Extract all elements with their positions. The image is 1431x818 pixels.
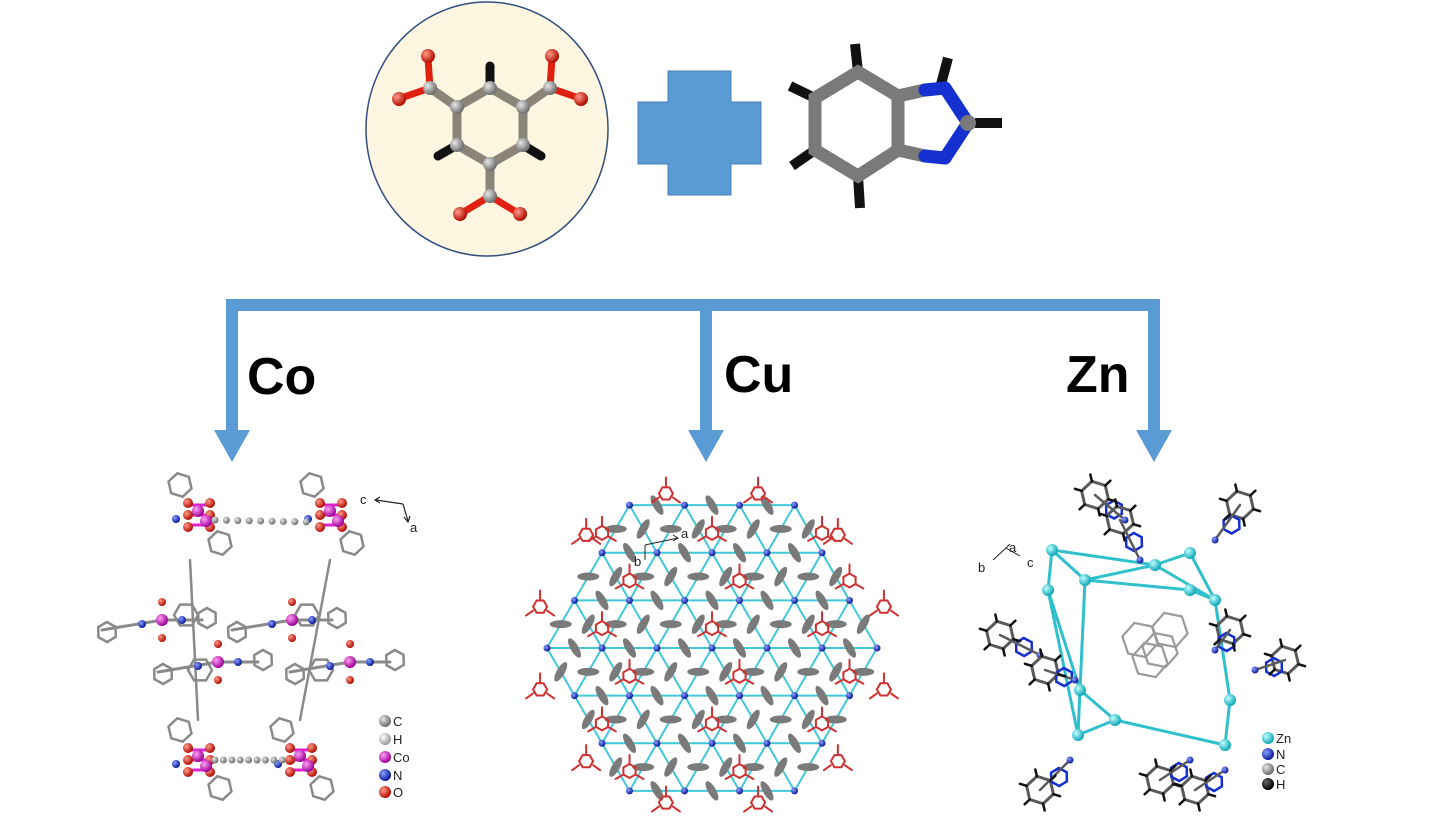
zn-legend-label-n: N — [1276, 747, 1285, 762]
arrow-head-co — [214, 430, 250, 462]
cu-axis-label-a: a — [681, 526, 689, 541]
zn-legend-swatch-n — [1262, 748, 1274, 760]
cu-axis-label-b: b — [634, 554, 641, 569]
zn-legend-swatch-h — [1262, 778, 1274, 790]
cu-framework-structure: a b — [525, 476, 899, 813]
zn-legend-label-h: H — [1276, 777, 1285, 792]
zn-structure-layer — [978, 473, 1307, 812]
co-legend: C H Co N O — [379, 714, 410, 800]
co-legend-label-n: N — [393, 768, 402, 783]
zn-axis-label-c: c — [1027, 555, 1034, 570]
arrow-head-zn — [1136, 430, 1172, 462]
arrow-head-cu — [688, 430, 724, 462]
zn-axis-label-b: b — [978, 560, 985, 575]
zn-legend-label-c: C — [1276, 762, 1285, 777]
co-axis-label-c: c — [360, 492, 367, 507]
cu-structure-layer — [525, 476, 899, 813]
benzimidazole-molecule — [787, 43, 1002, 209]
arrow-stem-zn — [1148, 299, 1160, 431]
co-legend-swatch-o — [379, 786, 391, 798]
metal-label-cu: Cu — [724, 346, 793, 404]
co-legend-swatch-co — [379, 751, 391, 763]
co-legend-label-h: H — [393, 732, 402, 747]
zn-framework-structure: a b c Zn N C H — [978, 473, 1307, 812]
arrow-stem-co — [226, 299, 238, 431]
co-legend-swatch-n — [379, 769, 391, 781]
btc-molecule — [365, 1, 609, 257]
zn-axis-indicator — [992, 543, 1021, 561]
arrow-stem-cu — [700, 299, 712, 431]
co-axis-indicator — [373, 496, 411, 524]
cu-axis-indicator — [644, 534, 679, 560]
zn-legend-label-zn: Zn — [1276, 731, 1291, 746]
co-structure-layer — [96, 471, 406, 802]
co-legend-label-o: O — [393, 785, 403, 800]
metal-label-zn: Zn — [1066, 346, 1130, 404]
co-axis-label-a: a — [410, 520, 418, 535]
zn-legend-swatch-c — [1262, 763, 1274, 775]
co-legend-swatch-c — [379, 715, 391, 727]
zn-legend: Zn N C H — [1262, 731, 1291, 792]
btc-atoms — [392, 49, 588, 221]
benzimidazole-carbon-bonds — [808, 64, 932, 184]
zn-axis-label-a: a — [1009, 540, 1017, 555]
co-legend-label-co: Co — [393, 750, 410, 765]
co-legend-label-c: C — [393, 714, 402, 729]
co-framework-structure: c a C H Co N O — [96, 471, 418, 802]
btc-circle-background — [365, 1, 609, 257]
metal-label-co: Co — [247, 348, 316, 406]
plus-sign — [637, 70, 762, 196]
arrow-horizontal-bar — [226, 299, 1160, 311]
branch-arrows — [214, 299, 1172, 462]
zn-legend-swatch-zn — [1262, 732, 1274, 744]
co-legend-swatch-h — [379, 733, 391, 745]
